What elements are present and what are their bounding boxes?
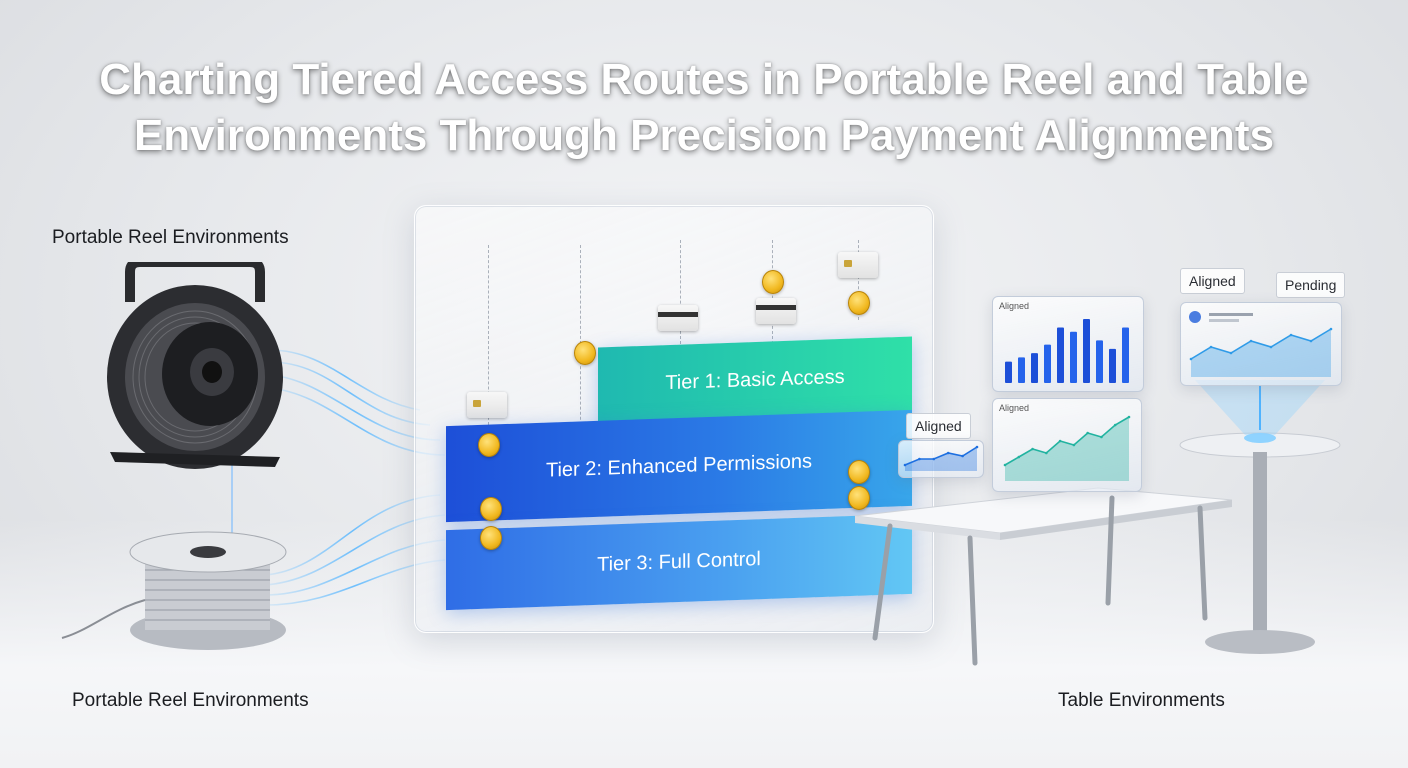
tier-1-band: Tier 1: Basic Access <box>598 336 912 424</box>
area-series-point <box>1113 423 1117 427</box>
text-line <box>1209 313 1253 316</box>
text-line <box>1209 319 1239 322</box>
tier-1-label: Tier 1: Basic Access <box>665 365 845 394</box>
mini-series-point <box>903 463 907 467</box>
bar-chart-label: Aligned <box>999 301 1030 311</box>
stand-series-point <box>1249 339 1253 343</box>
bar-chart <box>1005 319 1129 383</box>
status-aligned-table: Aligned <box>906 413 971 439</box>
area-chart-label: Aligned <box>999 403 1030 413</box>
area-series-point <box>1100 435 1103 439</box>
title-line-2: Environments Through Precision Payment A… <box>133 111 1275 160</box>
credit-card-icon <box>658 305 698 331</box>
guide-line <box>680 240 681 440</box>
bar-mark <box>1005 361 1012 383</box>
credit-card-icon <box>838 252 878 278</box>
bar-mark <box>1096 340 1103 383</box>
area-series-point <box>1017 455 1021 459</box>
tier-3-label: Tier 3: Full Control <box>597 547 761 576</box>
stand-series-area <box>1191 329 1331 377</box>
status-aligned-stand: Aligned <box>1180 268 1245 294</box>
area-series-point <box>1031 447 1034 451</box>
area-series-point <box>1003 463 1007 467</box>
area-series-point <box>1127 415 1131 419</box>
tier-2-band: Tier 2: Enhanced Permissions <box>446 409 912 523</box>
stand-series-point <box>1329 327 1333 331</box>
area-series-point <box>1086 431 1089 435</box>
coin-icon <box>762 270 784 294</box>
tier-2-label: Tier 2: Enhanced Permissions <box>545 449 813 482</box>
stand-series-line <box>1190 328 1332 360</box>
area-series-point <box>1058 439 1062 443</box>
guide-line <box>772 240 773 430</box>
stand-series-point <box>1289 333 1293 337</box>
guide-line <box>488 245 489 430</box>
bar-mark <box>1083 319 1090 383</box>
hologram-beam <box>1195 380 1325 435</box>
bar-mark <box>1070 331 1077 383</box>
caption-bottom-left: Portable Reel Environments <box>72 690 309 711</box>
mini-series-line <box>904 446 978 466</box>
caption-top-left: Portable Reel Environments <box>52 227 289 248</box>
area-series-point <box>1045 451 1048 455</box>
page-title: Charting Tiered Access Routes in Portabl… <box>0 52 1408 164</box>
coin-icon <box>848 486 870 510</box>
stand-dashboard-panel <box>1180 302 1342 386</box>
bar-mark <box>1057 327 1064 383</box>
mini-series-point <box>932 457 936 461</box>
bar-mark <box>1018 357 1025 383</box>
area-chart-panel: Aligned <box>992 398 1142 492</box>
coin-icon <box>480 497 502 521</box>
mini-series-point <box>961 454 964 458</box>
mini-chart <box>903 445 979 471</box>
stand-series-point <box>1229 351 1233 355</box>
cable-reel-large <box>107 262 283 469</box>
tier-3-band: Tier 3: Full Control <box>446 513 912 611</box>
round-stand <box>1179 432 1341 654</box>
cable-reel-small <box>61 531 287 650</box>
bar-mark <box>1031 353 1038 383</box>
stand-chart <box>1189 327 1333 377</box>
coin-icon <box>480 526 502 550</box>
title-line-1: Charting Tiered Access Routes in Portabl… <box>99 55 1309 104</box>
area-chart <box>1003 415 1131 481</box>
mini-series-point <box>946 451 950 455</box>
mini-series-point <box>918 457 921 461</box>
coin-icon <box>848 291 870 315</box>
stand-series-point <box>1209 345 1213 349</box>
caption-bottom-right: Table Environments <box>1058 690 1225 711</box>
avatar-icon <box>1189 311 1201 323</box>
mini-series-area <box>905 447 977 471</box>
coin-icon <box>574 341 596 365</box>
stand-series-point <box>1309 339 1313 343</box>
coin-icon <box>848 460 870 484</box>
credit-card-icon <box>756 298 796 324</box>
area-series-line <box>1004 416 1130 466</box>
stand-series-point <box>1189 357 1193 361</box>
stand-series-point <box>1269 345 1273 349</box>
coin-icon <box>478 433 500 457</box>
bar-mark <box>1109 348 1116 383</box>
table <box>854 487 1233 666</box>
mini-chart-panel <box>898 440 984 478</box>
bar-mark <box>1122 327 1129 383</box>
guide-line <box>858 240 859 320</box>
bar-mark <box>1044 344 1051 383</box>
mini-series-point <box>975 445 979 449</box>
status-pending-stand: Pending <box>1276 272 1346 298</box>
area-series-area <box>1005 417 1129 481</box>
bar-chart-panel: Aligned <box>992 296 1144 392</box>
credit-card-icon <box>467 392 507 418</box>
area-series-point <box>1072 443 1076 447</box>
